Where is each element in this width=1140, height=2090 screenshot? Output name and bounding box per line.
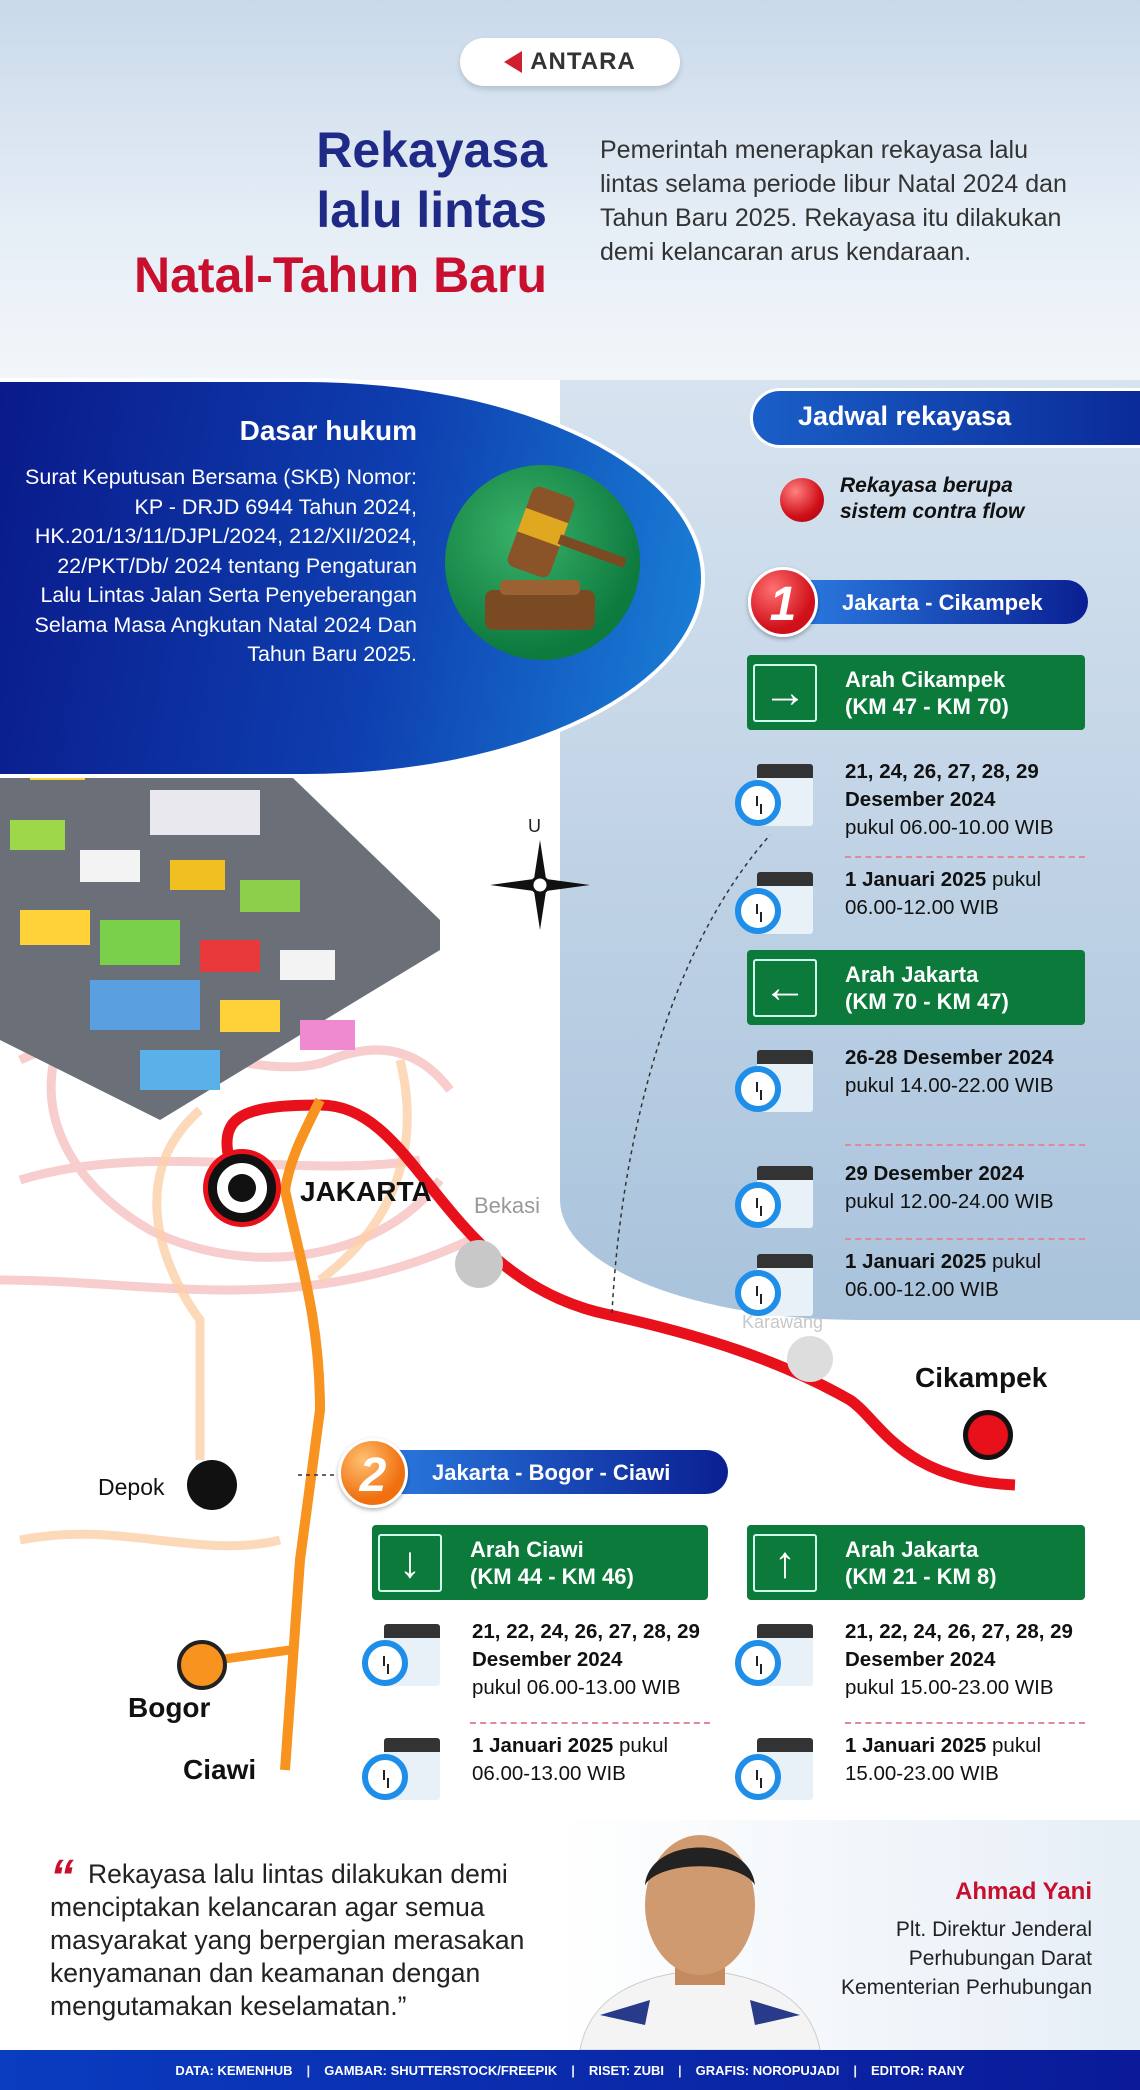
city-karawang: Karawang	[742, 1312, 824, 1332]
arrow-left-icon: ←	[753, 958, 817, 1017]
leader-line-1	[611, 834, 771, 1314]
sign-arah-cikampek: → Arah Cikampek(KM 47 - KM 70)	[747, 655, 1085, 730]
antara-logo: ANTARA	[460, 38, 680, 86]
schedule-item: 1 Januari 2025 pukul 06.00-12.00 WIB	[735, 866, 1085, 941]
divider	[845, 856, 1085, 858]
credits-footer: DATA: KEMENHUB| GAMBAR: SHUTTERSTOCK/FRE…	[0, 2050, 1140, 2090]
route2-title: Jakarta - Bogor - Ciawi	[380, 1450, 728, 1494]
calendar-clock-icon	[362, 1618, 442, 1693]
route1-line	[221, 1099, 1016, 1491]
calendar-clock-icon	[735, 1248, 815, 1323]
compass-north-label: U	[528, 816, 541, 836]
speaker-name: Ahmad Yani	[955, 1878, 1092, 1905]
arrow-down-icon: ↓	[378, 1533, 442, 1592]
depok-marker	[187, 1460, 237, 1510]
title-line-3: Natal-Tahun Baru	[134, 247, 547, 303]
route2-line	[279, 1097, 326, 1771]
legal-basis-panel	[0, 378, 705, 778]
city-bekasi: Bekasi	[474, 1193, 541, 1218]
calendar-clock-icon	[735, 758, 815, 833]
city-cikampek: Cikampek	[915, 1362, 1048, 1393]
calendar-clock-icon	[735, 1044, 815, 1119]
divider	[845, 1722, 1085, 1724]
arrow-up-icon: ↑	[753, 1533, 817, 1592]
title-line-1: Rekayasa	[316, 122, 547, 178]
calendar-clock-icon	[735, 1618, 815, 1693]
city-ciawi: Ciawi	[183, 1754, 257, 1785]
quote: “Rekayasa lalu lintas dilakukan demi men…	[50, 1851, 525, 2022]
divider	[845, 1238, 1085, 1240]
schedule-title: Jadwal rekayasa	[750, 388, 1140, 448]
schedule-item: 1 Januari 2025 pukul 06.00-13.00 WIB	[362, 1732, 712, 1807]
city-bogor: Bogor	[128, 1692, 211, 1723]
sign-arah-jakarta: ← Arah Jakarta(KM 70 - KM 47)	[747, 950, 1085, 1025]
title-line-2: lalu lintas	[316, 182, 547, 238]
route-map	[0, 834, 1016, 1771]
schedule-item: 26-28 Desember 2024 pukul 14.00-22.00 WI…	[735, 1044, 1085, 1119]
legal-basis-body: Surat Keputusan Bersama (SKB) Nomor: KP …	[25, 465, 417, 666]
calendar-clock-icon	[735, 866, 815, 941]
bogor-marker	[177, 1640, 227, 1690]
karawang-marker	[787, 1336, 833, 1382]
schedule-item: 21, 22, 24, 26, 27, 28, 29 Desember 2024…	[362, 1618, 712, 1702]
calendar-clock-icon	[362, 1732, 442, 1807]
intro-text: Pemerintah menerapkan rekayasa lalu lint…	[600, 136, 1067, 266]
compass-icon	[490, 840, 590, 930]
official-portrait-icon	[579, 1835, 821, 2050]
route1-badge: 1	[748, 567, 818, 637]
antara-logo-icon	[504, 51, 523, 73]
divider	[845, 1144, 1085, 1146]
gavel-icon	[445, 465, 640, 660]
calendar-clock-icon	[735, 1160, 815, 1235]
route1-title: Jakarta - Cikampek	[800, 580, 1088, 624]
schedule-item: 1 Januari 2025 pukul 15.00-23.00 WIB	[735, 1732, 1085, 1807]
schedule-item: 1 Januari 2025 pukul 06.00-12.00 WIB	[735, 1248, 1085, 1323]
arrow-right-icon: →	[753, 663, 817, 722]
cikampek-marker	[963, 1410, 1013, 1460]
bekasi-marker	[455, 1240, 503, 1288]
divider	[470, 1722, 710, 1724]
calendar-clock-icon	[735, 1732, 815, 1807]
schedule-item: 21, 22, 24, 26, 27, 28, 29 Desember 2024…	[735, 1618, 1085, 1702]
contraflow-legend-icon	[780, 478, 824, 522]
sign-arah-ciawi: ↓ Arah Ciawi(KM 44 - KM 46)	[372, 1525, 708, 1600]
legal-basis-title: Dasar hukum	[239, 415, 417, 446]
jakarta-marker	[208, 1154, 276, 1222]
city-depok: Depok	[98, 1474, 165, 1500]
city-jakarta: JAKARTA	[300, 1176, 432, 1207]
sign-arah-jakarta-2: ↑ Arah Jakarta(KM 21 - KM 8)	[747, 1525, 1085, 1600]
route2-badge: 2	[338, 1438, 408, 1508]
